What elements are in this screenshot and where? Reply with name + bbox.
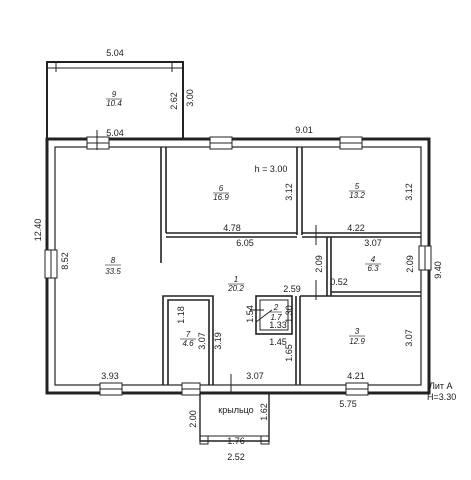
dim-veranda-width-bottom: 5.04 — [106, 128, 124, 138]
dim-room3-width: 4.21 — [347, 371, 365, 381]
veranda-walls — [46, 61, 184, 140]
dim-room6-width: 4.78 — [223, 223, 241, 233]
dim-room4-height-right: 2.09 — [405, 255, 415, 273]
porch-label: крыльцо — [218, 405, 253, 415]
svg-text:4: 4 — [371, 255, 376, 264]
dim-wc-130: 1.30 — [284, 305, 294, 323]
dim-wc-154: 1.54 — [245, 305, 255, 323]
svg-text:16.9: 16.9 — [213, 193, 229, 202]
dim-room7-118: 1.18 — [176, 306, 186, 324]
dim-house-height-left: 12.40 — [33, 219, 43, 242]
dim-veranda-depth-outer: 3.00 — [185, 89, 195, 107]
room-4-label: 4 6.3 — [365, 255, 381, 273]
dim-bottom-575: 5.75 — [339, 399, 357, 409]
dim-room8-height: 8.52 — [60, 252, 70, 270]
dim-room3-height: 3.07 — [404, 329, 414, 347]
dim-hall-259: 2.59 — [283, 284, 301, 294]
dim-room4-width: 3.07 — [364, 238, 382, 248]
dim-room5-width: 4.22 — [347, 223, 365, 233]
dim-right-height: 9.40 — [433, 261, 443, 279]
building-height-label: H=3.30 — [427, 392, 456, 402]
dim-veranda-width-top: 5.04 — [106, 48, 124, 58]
room-5-label: 5 13.2 — [349, 182, 365, 200]
svg-text:3: 3 — [355, 327, 360, 336]
dim-room7-307: 3.07 — [197, 332, 207, 350]
dim-room8-width-bottom: 3.93 — [101, 371, 119, 381]
svg-text:9: 9 — [112, 90, 117, 99]
svg-text:8: 8 — [111, 256, 116, 265]
svg-text:5: 5 — [355, 182, 360, 191]
room-3-label: 3 12.9 — [349, 327, 365, 346]
dim-porch-depth-left: 2.00 — [188, 410, 198, 428]
dim-bottom-307: 3.07 — [246, 371, 264, 381]
svg-text:2: 2 — [273, 303, 279, 312]
dim-porch-depth-right: 1.62 — [259, 403, 269, 421]
svg-text:13.2: 13.2 — [349, 191, 365, 200]
svg-text:7: 7 — [186, 330, 191, 339]
dim-offset-052: 0.52 — [330, 277, 348, 287]
interior-walls — [160, 147, 421, 385]
svg-text:6: 6 — [219, 184, 224, 193]
porch — [199, 393, 270, 445]
svg-text:1.7: 1.7 — [270, 313, 282, 322]
room-7-label: 7 4.6 — [180, 330, 196, 348]
dimension-ticks — [96, 130, 317, 394]
dim-room5-height: 3.12 — [404, 183, 414, 201]
svg-text:1: 1 — [234, 275, 238, 284]
dimension-labels: 5.04 2.62 3.00 5.04 9.01 12.40 8.52 3.12… — [33, 48, 443, 462]
dim-room7-319: 3.19 — [213, 332, 223, 350]
svg-text:6.3: 6.3 — [367, 264, 379, 273]
room-9-label: 9 10.4 — [106, 90, 122, 108]
svg-text:4.6: 4.6 — [182, 339, 194, 348]
dim-house-width-top: 9.01 — [295, 125, 313, 135]
svg-text:12.9: 12.9 — [349, 337, 365, 346]
room-6-label: 6 16.9 — [213, 184, 229, 202]
dim-porch-inner-width: 1.76 — [227, 436, 245, 446]
lit-label: Лит А — [429, 381, 453, 391]
dim-hall-145: 1.45 — [269, 337, 287, 347]
room-8-label: 8 33.5 — [105, 256, 121, 276]
room-labels: 9 10.4 6 16.9 5 13.2 8 33.5 1 20.2 4 6.3 — [105, 90, 381, 348]
dim-room4-height-left: 2.09 — [314, 255, 324, 273]
dim-wc-133: 1.33 — [269, 320, 287, 330]
room-2-label: 2 1.7 — [270, 303, 282, 322]
svg-text:10.4: 10.4 — [106, 99, 122, 108]
dim-room6-height: 3.12 — [284, 183, 294, 201]
room-1-label: 1 20.2 — [227, 275, 244, 293]
ceiling-height-note: h = 3.00 — [255, 164, 288, 174]
dim-hall-165: 1.65 — [284, 344, 294, 362]
svg-text:20.2: 20.2 — [227, 284, 244, 293]
windows — [44, 136, 432, 396]
svg-text:33.5: 33.5 — [105, 267, 121, 276]
dim-porch-outer-width: 2.52 — [227, 452, 245, 462]
dim-hall-width: 6.05 — [236, 238, 254, 248]
dim-veranda-depth-inner: 2.62 — [169, 92, 179, 110]
